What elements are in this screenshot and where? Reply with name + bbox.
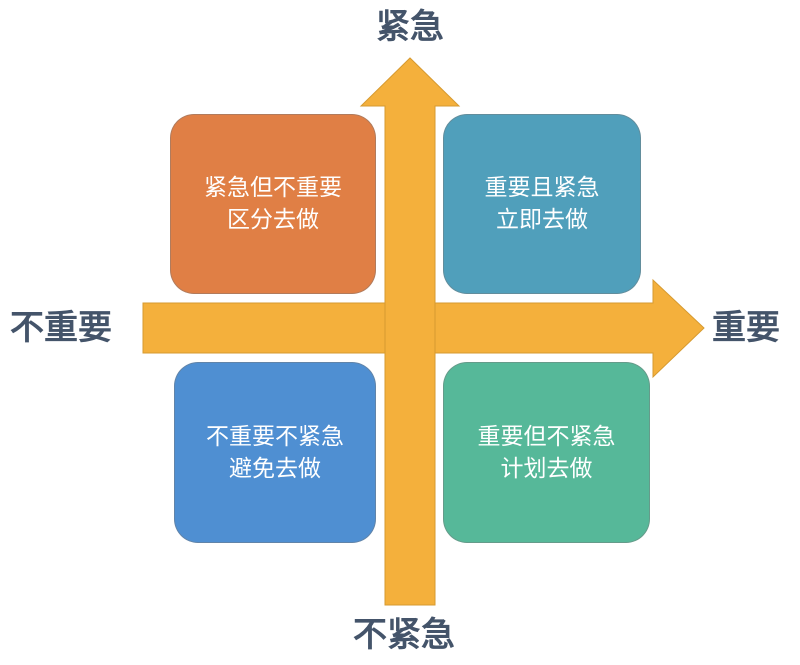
quadrant-title: 不重要不紧急 (206, 423, 344, 450)
quadrant-title: 紧急但不重要 (204, 175, 342, 201)
axis-label-important: 重要 (712, 308, 780, 348)
axis-label-urgent: 紧急 (376, 7, 444, 47)
quadrant-action: 立即去做 (496, 207, 588, 233)
quadrant-title: 重要但不紧急 (477, 423, 616, 450)
quadrant-title: 重要且紧急 (484, 175, 600, 201)
axis-label-not-important: 不重要 (10, 308, 112, 348)
axis-label-not-urgent: 不紧急 (353, 615, 455, 655)
quadrant-important-not-urgent: 重要但不紧急 计划去做 (443, 362, 650, 543)
quadrant-action: 计划去做 (500, 455, 593, 482)
quadrant-action: 区分去做 (227, 207, 319, 233)
quadrant-action: 避免去做 (229, 455, 321, 482)
quadrant-urgent-not-important: 紧急但不重要 区分去做 (170, 114, 376, 294)
quadrant-not-important-not-urgent: 不重要不紧急 避免去做 (174, 362, 376, 543)
quadrant-important-urgent: 重要且紧急 立即去做 (443, 114, 641, 294)
